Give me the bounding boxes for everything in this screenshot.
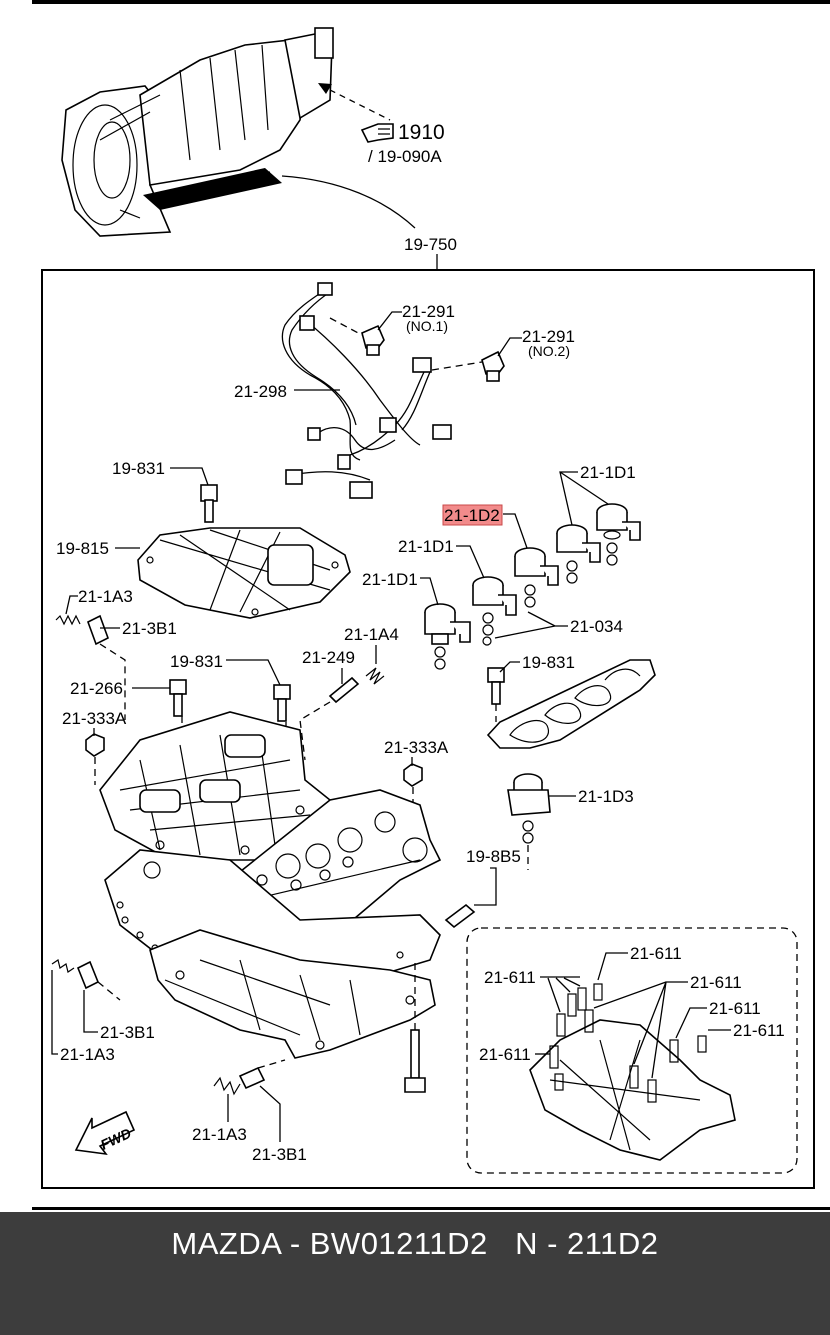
label-21-611-a: 21-611 xyxy=(630,944,682,963)
label-21-611-f: 21-611 xyxy=(479,1045,531,1064)
long-bolt xyxy=(404,1029,426,1093)
solenoid-21-1d1-mid xyxy=(472,576,517,636)
speed-sensor-no1 xyxy=(361,324,385,356)
label-21-298: 21-298 xyxy=(234,382,287,401)
nut-21-333a-right xyxy=(403,763,423,787)
label-21-3b1-b: 21-3B1 xyxy=(100,1023,155,1042)
detail-inset xyxy=(466,927,798,1174)
parts-diagram: 1910 / 19-090A 19-750 21-298 21-291 (NO.… xyxy=(32,0,830,1210)
label-no2: (NO.2) xyxy=(528,343,570,359)
lower-valve-body xyxy=(149,929,436,1059)
bottom-rule xyxy=(32,1207,830,1210)
label-21-249: 21-249 xyxy=(302,648,355,667)
label-21-1a3-b: 21-1A3 xyxy=(60,1045,115,1064)
label-21-1d3: 21-1D3 xyxy=(578,787,634,806)
nut-21-333a-left xyxy=(85,733,105,757)
separator-gasket-upper xyxy=(486,659,656,749)
spring-21-1a4 xyxy=(365,667,385,685)
plug-21-3b1-upper xyxy=(87,614,109,646)
forward-arrow-icon: FWD xyxy=(74,1110,136,1156)
label-21-333a-b: 21-333A xyxy=(384,738,449,757)
label-21-266: 21-266 xyxy=(70,679,123,698)
bolt-19-831-right xyxy=(487,667,505,705)
label-21-3b1-c: 21-3B1 xyxy=(252,1145,307,1164)
solenoid-21-1d1-right xyxy=(596,503,641,566)
solenoid-21-1d3 xyxy=(507,773,551,844)
label-21-1a3-a: 21-1A3 xyxy=(78,587,133,606)
label-21-291-no2: 21-291 xyxy=(522,327,575,346)
speed-sensor-no2 xyxy=(481,350,505,382)
valve-body-cover xyxy=(137,527,351,619)
solenoid-21-1d1-right-2 xyxy=(556,524,601,584)
label-21-611-e: 21-611 xyxy=(733,1021,785,1040)
label-19-831-b: 19-831 xyxy=(170,652,223,671)
plug-21-3b1-lower xyxy=(76,960,100,990)
label-21-034: 21-034 xyxy=(570,617,623,636)
label-21-1a3-c: 21-1A3 xyxy=(192,1125,247,1144)
upper-valve-body xyxy=(99,711,331,861)
transmission-assembly xyxy=(61,27,416,237)
inset-valve-body xyxy=(529,1019,736,1161)
label-21-3b1-a: 21-3B1 xyxy=(122,619,177,638)
label-21-333a-a: 21-333A xyxy=(62,709,127,728)
top-rule xyxy=(32,0,830,4)
highlight-21-1d2 xyxy=(442,504,503,526)
pointer-hand-icon xyxy=(360,123,394,143)
label-21-1d1-c: 21-1D1 xyxy=(362,570,418,589)
spring-21-1a3-upper xyxy=(55,614,81,626)
part-number-title: MAZDA - BW01211D2 N - 211D2 xyxy=(171,1226,659,1261)
ref-19-090a-label: / 19-090A xyxy=(368,147,442,166)
plug-21-3b1-bottom xyxy=(238,1066,266,1090)
bolt-19-8b5 xyxy=(444,903,476,929)
footer-bar: MAZDA - BW01211D2 N - 211D2 xyxy=(0,1212,830,1335)
label-21-611-d: 21-611 xyxy=(709,999,761,1018)
solenoid-21-1d1-left xyxy=(424,603,471,670)
label-21-611-c: 21-611 xyxy=(690,973,742,992)
label-no1: (NO.1) xyxy=(406,318,448,334)
label-19-815: 19-815 xyxy=(56,539,109,558)
bolt-19-831-top xyxy=(200,484,218,523)
label-19-831-c: 19-831 xyxy=(522,653,575,672)
label-21-291-no1: 21-291 xyxy=(402,302,455,321)
exploded-view-svg: 1910 / 19-090A 19-750 21-298 21-291 (NO.… xyxy=(32,0,830,1210)
label-19-8b5: 19-8B5 xyxy=(466,847,521,866)
label-21-611-b: 21-611 xyxy=(484,968,536,987)
bolt-21-266 xyxy=(169,679,187,717)
pin-21-249 xyxy=(328,676,360,704)
wiring-harness xyxy=(281,282,452,499)
bolt-19-831-mid xyxy=(273,684,291,722)
solenoid-21-1d2 xyxy=(514,547,559,608)
ref-1910-label: 1910 xyxy=(398,121,445,144)
label-19-831-a: 19-831 xyxy=(112,459,165,478)
label-19-750: 19-750 xyxy=(404,235,457,254)
spring-21-1a3-lower xyxy=(51,959,75,973)
assembly-frame xyxy=(41,269,815,1189)
inset-springs xyxy=(549,983,707,1103)
label-21-1a4: 21-1A4 xyxy=(344,625,399,644)
label-21-1d1-a: 21-1D1 xyxy=(580,463,636,482)
label-21-1d1-b: 21-1D1 xyxy=(398,537,454,556)
spring-21-1a3-bottom xyxy=(213,1076,241,1096)
label-21-1d2: 21-1D2 xyxy=(444,506,500,525)
